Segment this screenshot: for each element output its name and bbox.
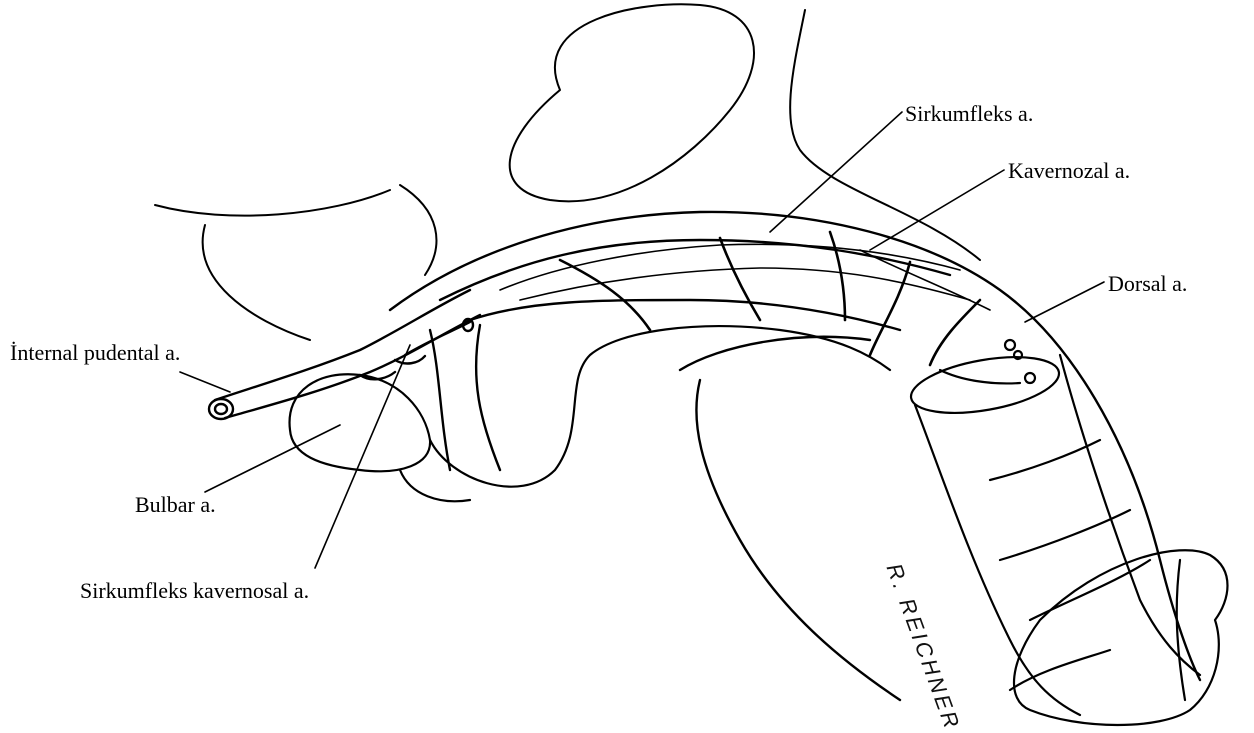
label-sirkumfleks-kavernosal: Sirkumfleks kavernosal a.	[80, 580, 309, 602]
label-sirkumfleks: Sirkumfleks a.	[905, 103, 1033, 125]
label-kavernozal: Kavernozal a.	[1008, 160, 1130, 182]
label-dorsal: Dorsal a.	[1108, 273, 1187, 295]
leader-lines	[180, 112, 1104, 568]
cavernosa-segments	[560, 232, 980, 365]
circumflex-arteries	[500, 244, 990, 310]
label-bulbar: Bulbar a.	[135, 494, 216, 516]
corpus-spongiosum	[290, 326, 890, 501]
label-internal-pudental: İnternal pudental a.	[10, 342, 180, 364]
distal-cut-section	[907, 340, 1200, 715]
